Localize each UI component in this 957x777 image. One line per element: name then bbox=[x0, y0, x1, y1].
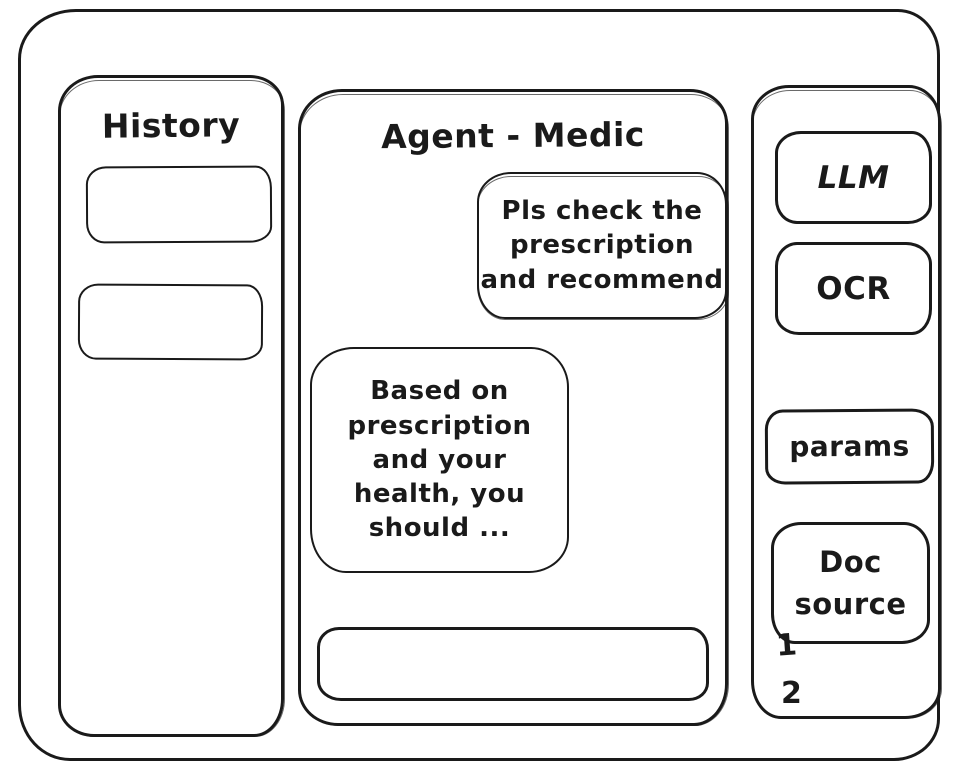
params-button[interactable]: params bbox=[764, 408, 935, 485]
doc-source-button[interactable]: Doc source bbox=[771, 522, 930, 644]
tools-panel: LLM OCR params Doc source 1 2 bbox=[751, 85, 942, 719]
doc-source-item: 1 bbox=[774, 627, 799, 664]
doc-source-item: 2 bbox=[781, 676, 803, 711]
user-message-bubble: Pls check the prescription and recommend bbox=[477, 172, 729, 320]
chat-input[interactable] bbox=[317, 627, 709, 701]
app-window: History Agent - Medic Pls check the pres… bbox=[18, 9, 942, 761]
history-title: History bbox=[101, 105, 241, 146]
llm-button[interactable]: LLM bbox=[775, 131, 932, 224]
chat-title: Agent - Medic bbox=[380, 114, 646, 157]
ocr-button[interactable]: OCR bbox=[775, 242, 932, 335]
history-item[interactable] bbox=[85, 165, 273, 244]
history-panel: History bbox=[58, 75, 285, 737]
assistant-message-bubble: Based on prescription and your health, y… bbox=[310, 347, 569, 573]
chat-panel: Agent - Medic Pls check the prescription… bbox=[298, 89, 729, 726]
history-item[interactable] bbox=[77, 283, 264, 361]
